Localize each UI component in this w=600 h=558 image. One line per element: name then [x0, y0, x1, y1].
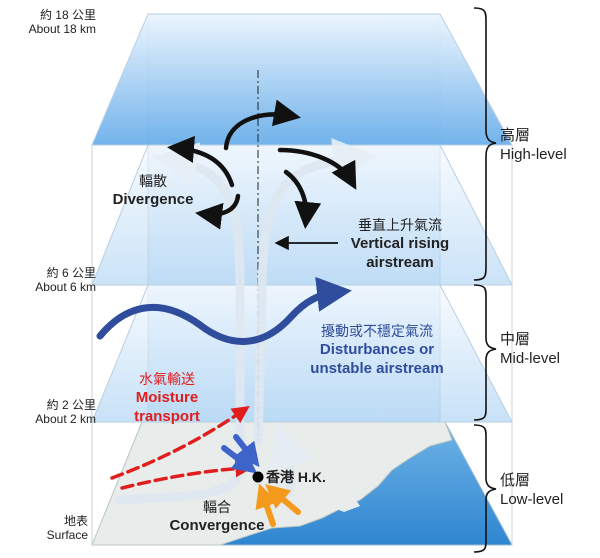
moisture-label: 水氣輸送 Moisture transport [112, 370, 222, 426]
altitude-6km-en: About 6 km [35, 280, 96, 294]
altitude-18km-zh: 約 18 公里 [39, 8, 96, 22]
hong-kong-marker [252, 471, 264, 483]
disturbance-en-1: Disturbances or [319, 341, 435, 358]
rising-airstream-en-2: airstream [366, 254, 434, 271]
low-level-zh: 低層 [500, 472, 531, 489]
moisture-zh: 水氣輸送 [139, 371, 195, 387]
convergence-zh: 輻合 [203, 499, 231, 515]
hong-kong-label: 香港 H.K. [266, 469, 326, 485]
high-level-label: 高層 High-level [500, 126, 600, 164]
divergence-label: 輻散 Divergence [98, 172, 208, 209]
disturbance-wave-arrow [96, 276, 352, 345]
divergence-zh: 輻散 [139, 173, 167, 189]
high-level-en: High-level [500, 146, 567, 163]
altitude-6km-zh: 約 6 公里 [46, 266, 96, 280]
disturbance-label: 擾動或不穩定氣流 Disturbances or unstable airstr… [282, 322, 472, 378]
column-edges [91, 145, 513, 545]
rising-airstream-zh: 垂直上升氣流 [358, 217, 442, 233]
surface-label: 地表 Surface [0, 514, 88, 542]
divergence-arrows [167, 99, 357, 230]
convergence-label: 輻合 Convergence [162, 498, 272, 535]
mid-level-brace [473, 284, 497, 421]
moisture-en-1: Moisture [135, 389, 199, 406]
low-level-label: 低層 Low-level [500, 471, 600, 509]
mid-level-en: Mid-level [500, 350, 561, 367]
altitude-6km-label: 約 6 公里 About 6 km [0, 266, 96, 294]
mid-level-zh: 中層 [500, 331, 531, 348]
divergence-en: Divergence [112, 191, 194, 208]
mid-level-label: 中層 Mid-level [500, 330, 600, 368]
disturbance-zh: 擾動或不穩定氣流 [321, 323, 433, 339]
surface-zh: 地表 [63, 514, 88, 528]
convergence-arrows [221, 434, 301, 527]
low-level-brace [473, 424, 497, 553]
altitude-2km-en: About 2 km [35, 412, 96, 426]
rising-airstream-label: 垂直上升氣流 Vertical rising airstream [330, 216, 470, 272]
ground-map [91, 421, 513, 546]
surface-en: Surface [46, 528, 88, 542]
moisture-en-2: transport [134, 408, 200, 425]
rising-airstream-en-1: Vertical rising [350, 235, 450, 252]
altitude-2km-label: 約 2 公里 About 2 km [0, 398, 96, 426]
level-braces [473, 7, 497, 553]
altitude-18km-label: 約 18 公里 About 18 km [0, 8, 96, 36]
altitude-2km-zh: 約 2 公里 [46, 398, 96, 412]
low-level-en: Low-level [500, 491, 564, 508]
high-level-brace [473, 7, 497, 281]
disturbance-en-2: unstable airstream [310, 360, 444, 377]
convergence-en: Convergence [169, 517, 265, 534]
high-level-zh: 高層 [500, 127, 531, 144]
altitude-18km-en: About 18 km [28, 22, 96, 36]
top-layer-plane [91, 13, 513, 146]
